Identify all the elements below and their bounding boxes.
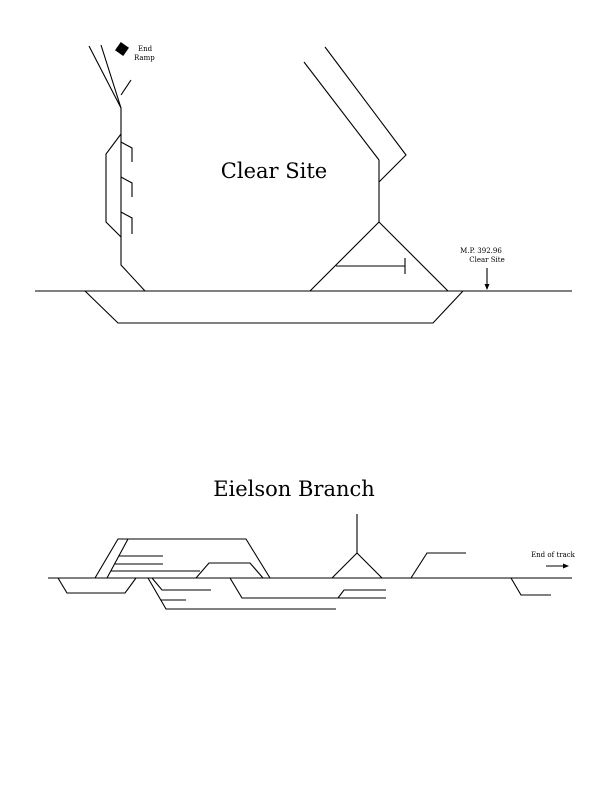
end-of-track-label: End of track <box>531 551 576 559</box>
clear-site-diagram: End Ramp M.P. 392.96 Clear Site Clear Si… <box>35 42 572 324</box>
upper-line-a <box>303 61 380 161</box>
left-lead-track <box>120 108 146 292</box>
stub-spur-2 <box>120 176 133 197</box>
milepost-arrow-head <box>484 284 490 290</box>
left-lead-spur-c <box>120 79 132 96</box>
end-ramp-label-line2: Ramp <box>134 54 155 62</box>
stub-spur-1 <box>120 141 133 162</box>
clear-site-lower-loop <box>84 290 464 324</box>
south-siding-2 <box>147 577 336 610</box>
end-ramp-label-line1: End <box>138 45 153 53</box>
south-siding-3 <box>151 577 211 591</box>
south-siding-6 <box>337 589 386 599</box>
wye-track <box>309 221 449 292</box>
eielson-branch-title: Eielson Branch <box>213 477 375 501</box>
yard-track-4 <box>195 562 264 579</box>
end-of-track-arrow-head <box>563 563 569 569</box>
end-ramp-marker <box>115 42 129 56</box>
north-spur <box>410 552 466 579</box>
south-siding-5 <box>229 577 386 599</box>
south-spur <box>510 577 551 596</box>
clear-site-title: Clear Site <box>221 159 327 183</box>
eielson-wye <box>331 552 383 579</box>
south-siding-1 <box>57 577 137 594</box>
upper-line-b <box>324 46 407 183</box>
stub-spur-3 <box>120 211 133 234</box>
eielson-branch-diagram: Eielson Branch End of track <box>48 477 576 610</box>
left-siding <box>105 133 122 238</box>
milepost-label-line1: M.P. 392.96 <box>460 247 502 255</box>
left-lead-spur-b <box>100 44 122 109</box>
yard-inner-lead <box>106 538 129 579</box>
left-lead-spur-a <box>88 45 122 109</box>
milepost-label-line2: Clear Site <box>469 256 504 264</box>
yard-outer-track <box>94 538 271 579</box>
